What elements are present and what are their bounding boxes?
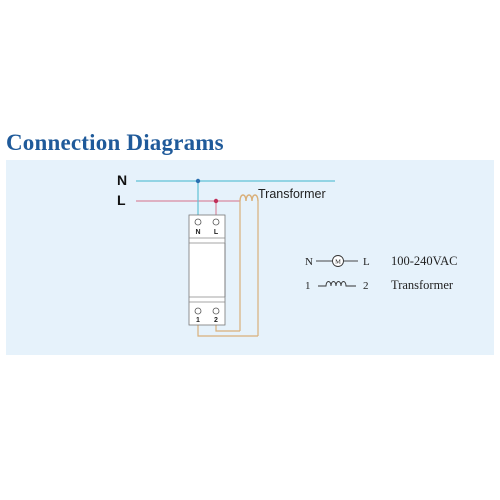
terminal-2-screw-icon [212, 307, 220, 315]
coil-symbol-icon [318, 281, 356, 287]
terminal-l-screw-icon [212, 218, 220, 226]
terminal-n-screw-icon [194, 218, 202, 226]
legend-transformer-left-label: 1 [305, 280, 311, 292]
terminal-l-label: L [214, 229, 219, 236]
transformer-label: Transformer [258, 187, 326, 201]
legend-power-right-label: L [363, 256, 370, 268]
legend-power-left-label: N [305, 256, 313, 268]
page-title: Connection Diagrams [6, 130, 224, 155]
terminal-2-label: 2 [214, 317, 218, 324]
neutral-junction-dot [195, 178, 201, 184]
lamp-symbol-icon [332, 255, 344, 267]
terminal-1-wire [197, 324, 258, 337]
terminal-2-wire [215, 324, 240, 332]
diagram-panel [6, 160, 494, 355]
legend-row-power: N M L 100-240VAC [305, 254, 457, 268]
transformer-coil-icon [239, 194, 259, 202]
terminal-1-label: 1 [196, 317, 200, 324]
terminal-1-screw-icon [194, 307, 202, 315]
legend-transformer-right-label: 2 [363, 280, 369, 292]
legend-power-description: 100-240VAC [391, 254, 457, 268]
neutral-wire-label: N [117, 172, 127, 188]
lamp-symbol-text: M [335, 259, 341, 266]
live-junction-dot [213, 198, 219, 204]
legend-row-transformer: 1 2 Transformer [305, 278, 454, 292]
terminal-n-label: N [195, 229, 200, 236]
live-wire-label: L [117, 192, 126, 208]
legend-transformer-description: Transformer [391, 278, 454, 292]
din-rail-module [188, 214, 226, 326]
